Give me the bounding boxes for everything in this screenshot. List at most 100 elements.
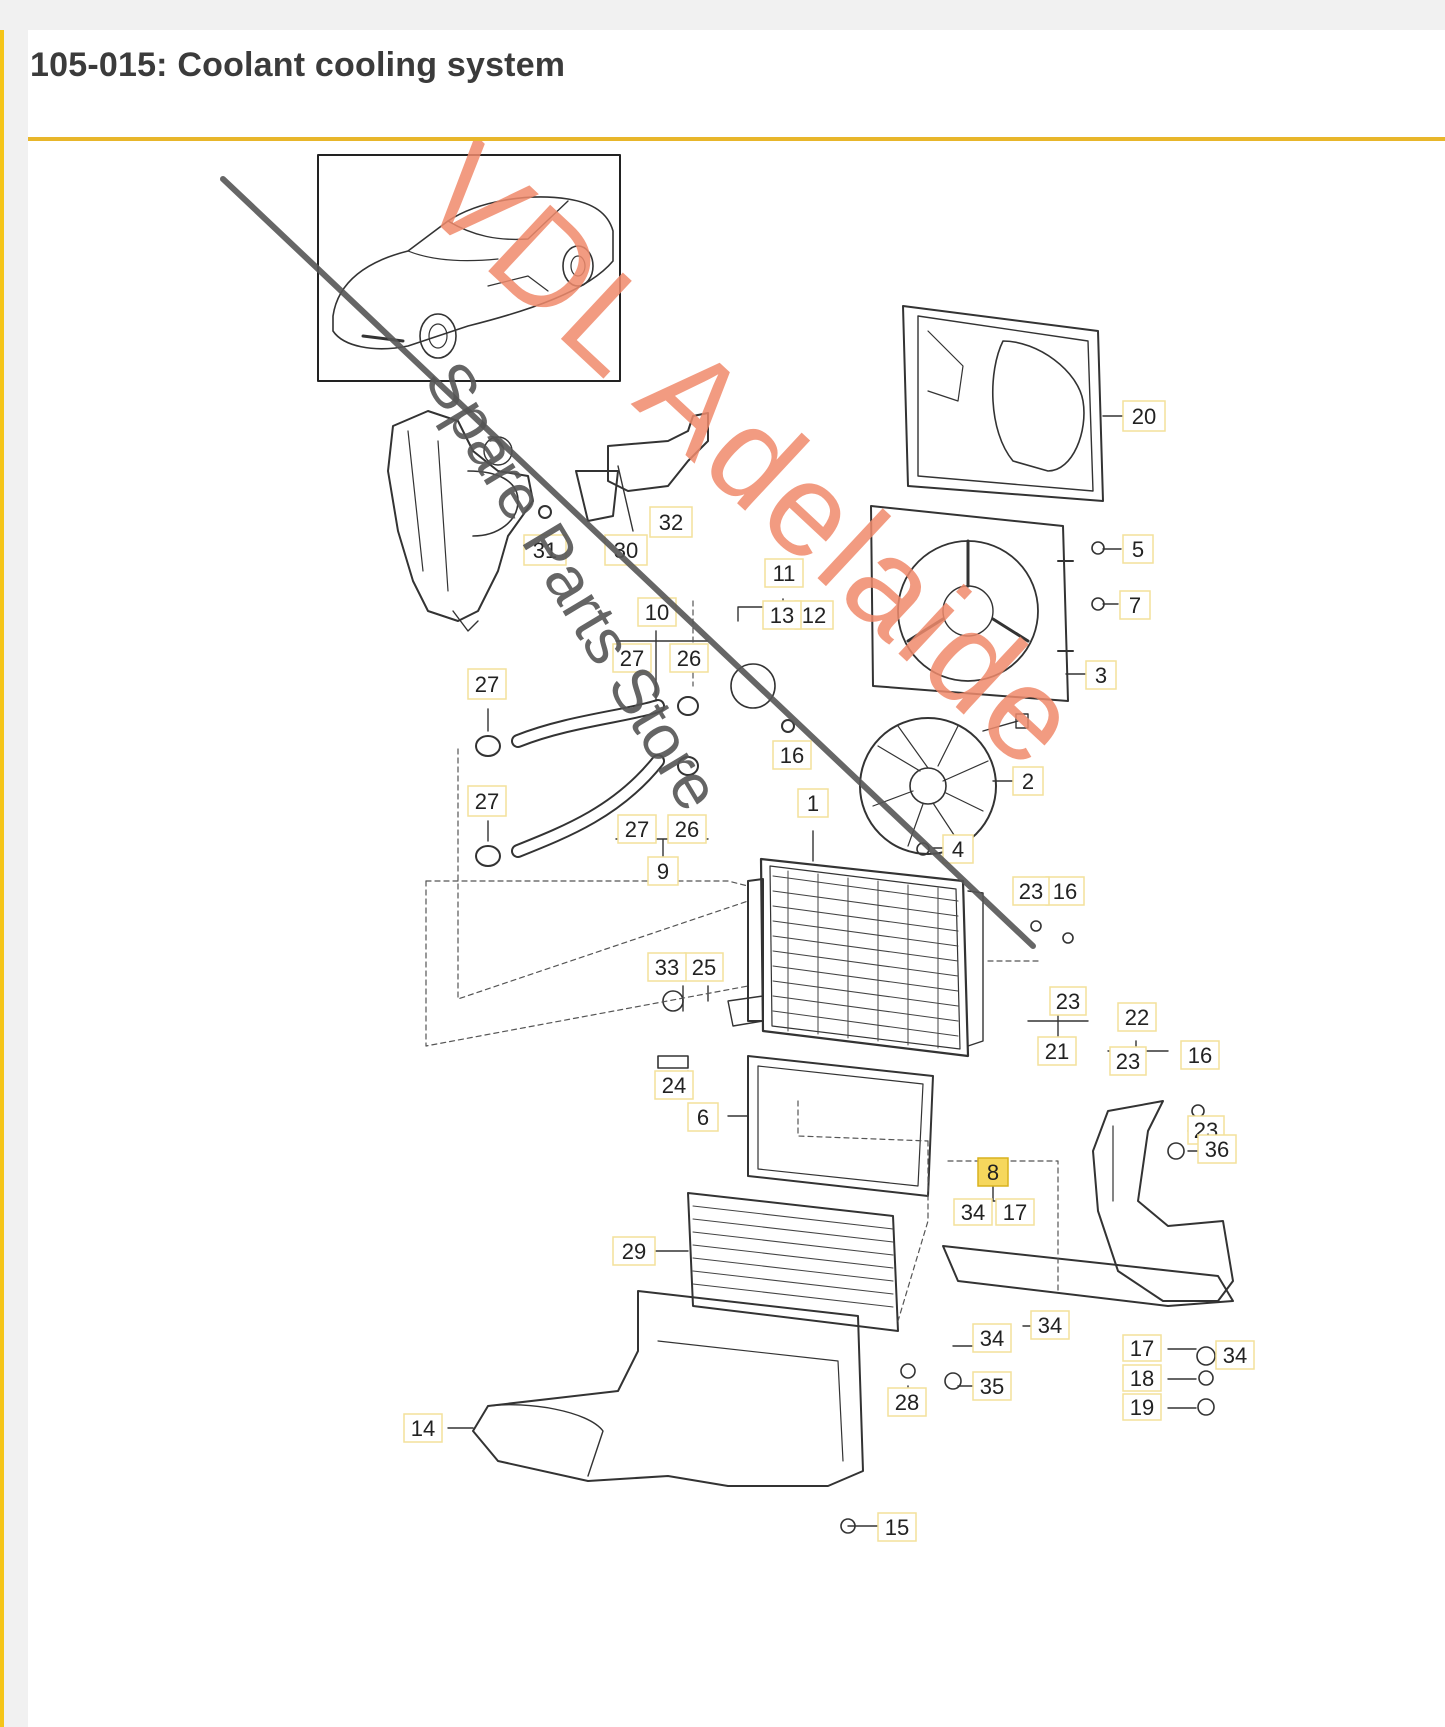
callout-27b[interactable]: 27 — [612, 643, 652, 673]
svg-text:34: 34 — [1038, 1313, 1062, 1338]
callout-29[interactable]: 29 — [612, 1236, 656, 1266]
air-duct-14 — [472, 1290, 864, 1487]
svg-text:9: 9 — [657, 859, 669, 884]
fan-frame-3 — [870, 505, 1074, 702]
svg-text:4: 4 — [952, 837, 964, 862]
title-underline — [28, 137, 1445, 141]
callout-20[interactable]: 20 — [1122, 400, 1166, 432]
svg-text:14: 14 — [411, 1416, 435, 1441]
svg-text:1: 1 — [807, 791, 819, 816]
svg-text:7: 7 — [1129, 593, 1141, 618]
callout-26a[interactable]: 26 — [669, 643, 709, 673]
svg-text:35: 35 — [980, 1374, 1004, 1399]
callout-35[interactable]: 35 — [972, 1371, 1012, 1401]
callout-11[interactable]: 11 — [764, 558, 804, 588]
callout-16b[interactable]: 16 — [1045, 876, 1085, 906]
svg-text:26: 26 — [675, 817, 699, 842]
callout-16a[interactable]: 16 — [772, 740, 812, 770]
svg-text:13: 13 — [770, 603, 794, 628]
svg-text:29: 29 — [622, 1239, 646, 1264]
svg-text:31: 31 — [533, 538, 557, 563]
callout-16c[interactable]: 16 — [1180, 1040, 1220, 1070]
callout-23b[interactable]: 23 — [1049, 986, 1087, 1016]
svg-text:27: 27 — [475, 789, 499, 814]
bracket-assembly — [538, 412, 709, 532]
svg-text:34: 34 — [961, 1200, 985, 1225]
svg-text:28: 28 — [895, 1390, 919, 1415]
page-title: 105-015: Coolant cooling system — [30, 46, 566, 84]
svg-text:27: 27 — [620, 646, 644, 671]
callout-6[interactable]: 6 — [687, 1102, 719, 1132]
svg-text:23: 23 — [1019, 879, 1043, 904]
callout-4[interactable]: 4 — [942, 834, 974, 864]
svg-text:17: 17 — [1130, 1336, 1154, 1361]
left-bumper-module — [387, 410, 534, 632]
svg-text:34: 34 — [980, 1326, 1004, 1351]
svg-text:27: 27 — [625, 817, 649, 842]
callout-34a[interactable]: 34 — [953, 1198, 993, 1226]
callout-17a[interactable]: 17 — [995, 1198, 1035, 1226]
svg-text:12: 12 — [802, 603, 826, 628]
callout-14[interactable]: 14 — [403, 1413, 443, 1443]
assembly-dashed-lines — [425, 600, 1059, 1322]
svg-text:15: 15 — [885, 1515, 909, 1540]
callout-25[interactable]: 25 — [684, 952, 724, 982]
callout-27c[interactable]: 27 — [467, 785, 507, 817]
svg-text:26: 26 — [677, 646, 701, 671]
callout-15[interactable]: 15 — [877, 1512, 917, 1542]
right-support-bracket — [942, 1100, 1234, 1307]
svg-text:18: 18 — [1130, 1366, 1154, 1391]
callout-5[interactable]: 5 — [1122, 534, 1154, 564]
callout-34d[interactable]: 34 — [1215, 1340, 1255, 1370]
svg-text:19: 19 — [1130, 1395, 1154, 1420]
callout-1[interactable]: 1 — [797, 788, 829, 818]
callout-7[interactable]: 7 — [1119, 590, 1151, 620]
svg-text:2: 2 — [1022, 769, 1034, 794]
callout-33[interactable]: 33 — [647, 952, 687, 982]
callout-3[interactable]: 3 — [1085, 660, 1117, 690]
callout-23c[interactable]: 23 — [1109, 1046, 1147, 1076]
callout-22[interactable]: 22 — [1117, 1002, 1157, 1032]
callout-8[interactable]: 8 — [977, 1157, 1009, 1187]
callout-2[interactable]: 2 — [1012, 766, 1044, 796]
radiator-1 — [727, 857, 984, 1058]
svg-text:20: 20 — [1132, 404, 1156, 429]
svg-text:22: 22 — [1125, 1005, 1149, 1030]
callout-19[interactable]: 19 — [1122, 1393, 1162, 1421]
content-panel — [28, 30, 1445, 1727]
callout-36[interactable]: 36 — [1197, 1134, 1237, 1164]
svg-text:32: 32 — [659, 510, 683, 535]
svg-text:33: 33 — [655, 955, 679, 980]
left-accent-rule — [0, 30, 4, 1727]
svg-text:34: 34 — [1223, 1343, 1247, 1368]
callout-13[interactable]: 13 — [762, 600, 802, 630]
callout-23a[interactable]: 23 — [1012, 876, 1050, 906]
svg-text:6: 6 — [697, 1105, 709, 1130]
callout-24[interactable]: 24 — [654, 1070, 694, 1100]
callout-17b[interactable]: 17 — [1122, 1334, 1162, 1362]
callout-34c[interactable]: 34 — [1030, 1310, 1070, 1340]
callout-32[interactable]: 32 — [649, 506, 693, 538]
fan-shroud-20 — [902, 305, 1104, 502]
svg-text:5: 5 — [1132, 537, 1144, 562]
callout-31[interactable]: 31 — [523, 534, 567, 566]
callout-21[interactable]: 21 — [1037, 1036, 1077, 1066]
callout-27d[interactable]: 27 — [617, 814, 657, 844]
callout-9[interactable]: 9 — [647, 856, 679, 886]
svg-text:24: 24 — [662, 1073, 686, 1098]
callout-18[interactable]: 18 — [1122, 1364, 1162, 1392]
callout-27a[interactable]: 27 — [467, 668, 507, 700]
coolant-pipes — [475, 663, 795, 867]
svg-text:23: 23 — [1116, 1049, 1140, 1074]
condenser-29 — [687, 1192, 899, 1332]
svg-text:11: 11 — [773, 561, 796, 586]
svg-text:16: 16 — [780, 743, 804, 768]
svg-text:16: 16 — [1188, 1043, 1212, 1068]
callout-34b[interactable]: 34 — [972, 1323, 1012, 1353]
callout-28[interactable]: 28 — [887, 1387, 927, 1417]
svg-text:21: 21 — [1045, 1039, 1069, 1064]
callout-26b[interactable]: 26 — [667, 814, 707, 844]
svg-text:17: 17 — [1003, 1200, 1027, 1225]
parts-diagram: 1 2 3 4 5 6 7 8 9 10 11 12 13 14 15 16 1… — [220, 141, 1255, 1542]
svg-text:36: 36 — [1205, 1137, 1229, 1162]
